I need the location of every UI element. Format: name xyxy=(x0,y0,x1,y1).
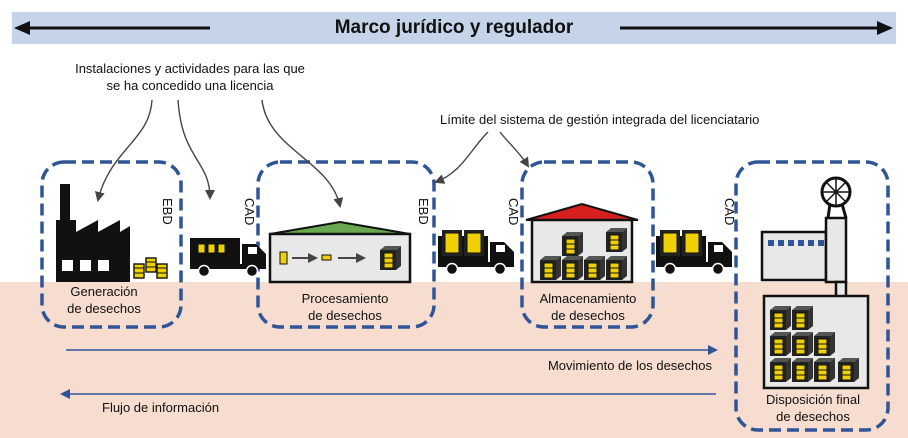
processing-facility-icon xyxy=(268,220,412,284)
waste-movement-label: Movimiento de los desechos xyxy=(547,358,712,373)
factory-icon xyxy=(56,184,130,282)
licence-arrow-2 xyxy=(177,99,215,200)
licence-arrow-1 xyxy=(95,99,153,202)
ground-band xyxy=(0,282,908,438)
banner-title: Marco jurídico y regulador xyxy=(334,17,574,38)
generation-label: Generación de desechos xyxy=(44,283,164,317)
licensed-facilities-line-2: se ha concedido una licencia xyxy=(106,78,274,93)
cad-label-disposal: CAD xyxy=(722,198,737,226)
banner-arrowhead-right xyxy=(877,21,893,35)
processing-label: Procesamiento de desechos xyxy=(280,290,410,324)
system-boundary-label: Límite del sistema de gestión integrada … xyxy=(440,112,760,127)
boundary-generation xyxy=(40,160,183,329)
ebd-label-generation: EBD xyxy=(160,198,175,225)
generation-label-line-2: de desechos xyxy=(67,301,141,316)
processing-label-line-1: Procesamiento xyxy=(301,291,389,306)
storage-label: Almacenamiento de desechos xyxy=(518,290,658,324)
cad-label-storage: CAD xyxy=(506,198,521,226)
truck-icon-1 xyxy=(189,237,267,278)
generation-label-line-1: Generación xyxy=(70,284,138,299)
boundary-storage xyxy=(520,160,655,329)
storage-label-line-2: de desechos xyxy=(551,308,625,323)
processing-label-line-2: de desechos xyxy=(308,308,382,323)
cad-label-processing: CAD xyxy=(242,198,257,226)
disposal-label-line-1: Disposición final xyxy=(766,392,860,407)
storage-facility-icon xyxy=(525,202,639,284)
boundary-arrow-2 xyxy=(499,131,530,168)
storage-label-line-1: Almacenamiento xyxy=(539,291,637,306)
licence-arrow-3 xyxy=(261,99,344,208)
disposal-label-line-2: de desechos xyxy=(776,409,850,424)
licensed-facilities-label: Instalaciones y actividades para las que… xyxy=(40,60,340,94)
boundary-arrow-1 xyxy=(434,131,489,184)
waste-drums-icon xyxy=(133,257,168,279)
information-flow-label: Flujo de información xyxy=(102,400,220,415)
disposal-facility-icon xyxy=(760,176,870,390)
truck-icon-2 xyxy=(437,230,515,276)
licensed-facilities-line-1: Instalaciones y actividades para las que xyxy=(75,61,305,76)
disposal-label: Disposición final de desechos xyxy=(748,391,878,425)
banner-arrowhead-left xyxy=(14,21,30,35)
boundary-processing xyxy=(256,160,436,329)
boundary-disposal xyxy=(734,160,890,432)
truck-icon-3 xyxy=(655,230,733,276)
ebd-label-processing: EBD xyxy=(416,198,431,225)
